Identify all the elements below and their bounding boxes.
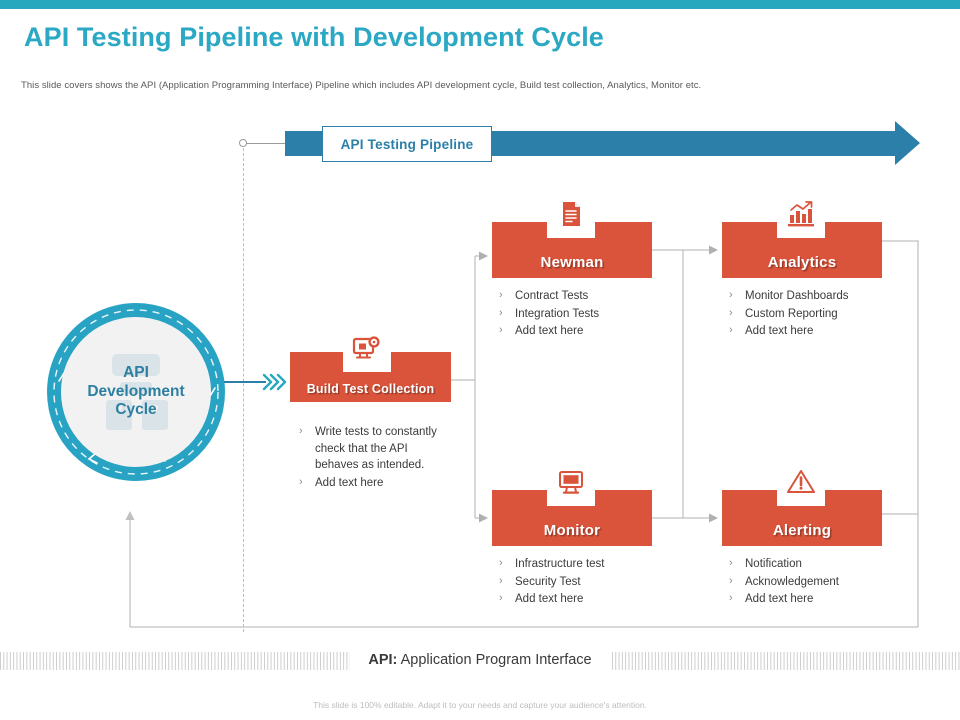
node-alerting-title: Alerting xyxy=(772,522,832,539)
bullet-text: Infrastructure test xyxy=(515,558,605,570)
cycle-label: API Development Cycle xyxy=(87,364,184,421)
node-analytics-title: Analytics xyxy=(767,254,837,271)
bullet-text: Custom Reporting xyxy=(745,307,838,320)
list-item: › Add text here xyxy=(729,591,899,608)
chevron-right-icon: › xyxy=(499,289,503,301)
bullet-text: Security Test xyxy=(515,575,581,588)
cycle-label-line2: Development xyxy=(87,382,185,400)
triple-chevron-arrow-icon xyxy=(262,373,287,391)
node-build-title: Build Test Collection xyxy=(306,382,435,396)
page-title: API Testing Pipeline with Development Cy… xyxy=(24,22,604,52)
bullet-text: Integration Tests xyxy=(515,307,600,320)
chevron-right-icon: › xyxy=(729,324,733,337)
chevron-right-icon: › xyxy=(499,306,503,319)
footer-tick-band xyxy=(0,650,960,676)
list-item: › Custom Reporting xyxy=(729,306,889,323)
api-development-cycle: API Development Cycle xyxy=(47,303,225,481)
cycle-inner-disc: API Development Cycle xyxy=(61,317,211,467)
banner-lead-line xyxy=(246,143,288,144)
bullet-text: Add text here xyxy=(515,325,584,338)
list-item: › Add text here xyxy=(299,475,439,492)
chevron-right-icon: › xyxy=(729,574,733,587)
footer-abbrev: API: xyxy=(368,652,398,668)
chevron-right-icon: › xyxy=(299,476,303,489)
chevron-right-icon: › xyxy=(729,306,733,319)
banner-arrow-head-icon xyxy=(895,121,920,165)
bar-chart-trend-icon xyxy=(777,190,825,238)
chevron-right-icon: › xyxy=(299,425,303,437)
node-newman-bullets: › Contract Tests › Integration Tests › A… xyxy=(499,288,659,341)
dashed-divider xyxy=(243,148,244,632)
chevron-right-icon: › xyxy=(729,289,733,301)
server-database-watermark-icon xyxy=(106,354,168,430)
bullet-text: Add text here xyxy=(745,593,814,606)
list-item: › Notification xyxy=(729,556,899,573)
list-item: › Acknowledgement xyxy=(729,574,899,591)
bullet-text: Add text here xyxy=(315,477,384,490)
list-item: › Add text here xyxy=(729,323,889,340)
footer-ticks-left-icon xyxy=(0,652,350,670)
chevron-right-icon: › xyxy=(499,574,503,587)
banner-label: API Testing Pipeline xyxy=(322,126,492,162)
bullet-text: Contract Tests xyxy=(515,290,589,302)
list-item: › Contract Tests xyxy=(499,288,659,305)
node-build-box[interactable]: Build Test Collection xyxy=(290,352,451,402)
chevron-right-icon: › xyxy=(729,557,733,569)
bullet-text: Monitor Dashboards xyxy=(745,290,849,302)
bullet-text: Add text here xyxy=(745,325,814,338)
cycle-label-line3: Cycle xyxy=(115,401,157,419)
bullet-text: Add text here xyxy=(515,593,584,606)
bullet-text: Notification xyxy=(745,558,802,570)
node-alerting-bullets: › Notification › Acknowledgement › Add t… xyxy=(729,556,899,609)
document-report-icon xyxy=(547,190,595,238)
footer-note: This slide is 100% editable. Adapt it to… xyxy=(313,700,647,710)
footer-ticks-right-icon xyxy=(612,652,960,670)
warning-triangle-icon xyxy=(777,458,825,506)
list-item: › Infrastructure test xyxy=(499,556,669,573)
list-item: › Security Test xyxy=(499,574,669,591)
list-item: › Add text here xyxy=(499,591,669,608)
computer-monitor-icon xyxy=(547,458,595,506)
node-analytics-bullets: › Monitor Dashboards › Custom Reporting … xyxy=(729,288,889,341)
bullet-text: Acknowledgement xyxy=(745,575,839,588)
list-item: › Write tests to constantly check that t… xyxy=(299,424,439,474)
node-newman-title: Newman xyxy=(540,254,604,271)
chevron-right-icon: › xyxy=(499,592,503,605)
chevron-right-icon: › xyxy=(499,557,503,569)
page-subtitle: This slide covers shows the API (Applica… xyxy=(21,80,702,91)
chevron-right-icon: › xyxy=(729,592,733,605)
bullet-text: Write tests to constantly check that the… xyxy=(315,426,437,472)
chevron-right-icon: › xyxy=(499,324,503,337)
cycle-label-line1: API xyxy=(123,363,149,381)
node-monitor-title: Monitor xyxy=(543,522,601,539)
top-accent-bar xyxy=(0,0,960,9)
list-item: › Integration Tests xyxy=(499,306,659,323)
node-monitor-bullets: › Infrastructure test › Security Test › … xyxy=(499,556,669,609)
list-item: › Add text here xyxy=(499,323,659,340)
footer-caption: API: Application Program Interface xyxy=(0,652,960,668)
list-item: › Monitor Dashboards xyxy=(729,288,889,305)
node-build-bullets: › Write tests to constantly check that t… xyxy=(299,424,439,493)
footer-expansion: Application Program Interface xyxy=(397,652,592,668)
cycle-to-build-line xyxy=(224,381,266,383)
monitor-gear-icon xyxy=(343,326,391,372)
